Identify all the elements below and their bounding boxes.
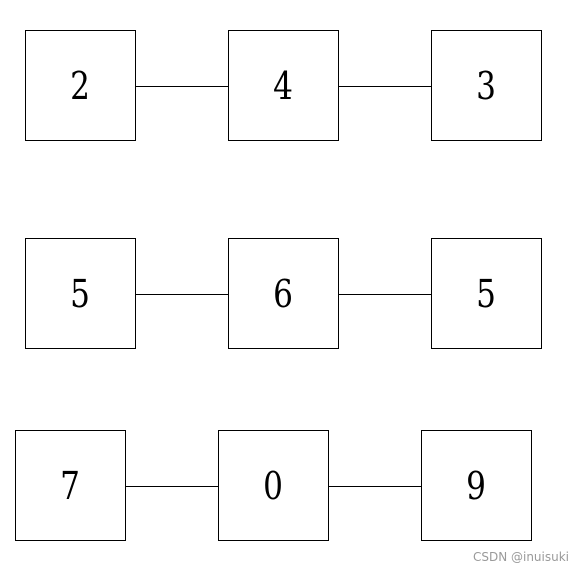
node-label: 3 [476, 63, 497, 108]
node-label: 0 [263, 463, 284, 508]
edge-line [136, 86, 229, 87]
node-box: 0 [218, 430, 329, 541]
edge-line [136, 294, 229, 295]
node-label: 4 [273, 63, 294, 108]
node-box: 7 [15, 430, 126, 541]
edge-line [126, 486, 219, 487]
node-box: 4 [228, 30, 339, 141]
node-label: 5 [476, 271, 497, 316]
node-box: 9 [421, 430, 532, 541]
node-label: 7 [60, 463, 81, 508]
node-label: 5 [70, 271, 91, 316]
node-box: 5 [25, 238, 136, 349]
watermark-text: CSDN @inuisuki [472, 550, 569, 564]
edge-line [339, 86, 432, 87]
node-box: 5 [431, 238, 542, 349]
node-label: 6 [273, 271, 294, 316]
edge-line [339, 294, 432, 295]
node-box: 6 [228, 238, 339, 349]
node-box: 2 [25, 30, 136, 141]
node-label: 9 [466, 463, 487, 508]
node-box: 3 [431, 30, 542, 141]
edge-line [329, 486, 422, 487]
node-label: 2 [70, 63, 91, 108]
